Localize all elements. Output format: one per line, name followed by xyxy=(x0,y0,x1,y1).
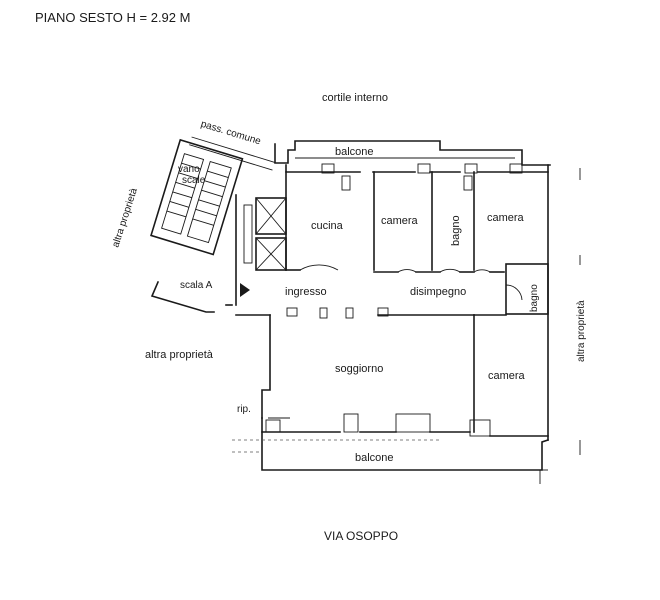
label-ingresso: ingresso xyxy=(285,286,327,298)
label-via-osoppo: VIA OSOPPO xyxy=(324,529,398,543)
scala-a-wall xyxy=(150,280,215,313)
label-vano: vano xyxy=(178,164,200,175)
label-disimpegno: disimpegno xyxy=(410,286,466,298)
stairwell xyxy=(150,136,275,256)
label-cucina: cucina xyxy=(311,220,344,232)
label-altra-proprieta-left: altra proprietà xyxy=(145,349,214,361)
label-camera-2: camera xyxy=(487,212,525,224)
label-balcone-top: balcone xyxy=(335,146,374,158)
label-bagno-2: bagno xyxy=(529,284,540,312)
apartment-walls xyxy=(225,140,551,471)
property-lines xyxy=(539,168,581,484)
label-altra-proprieta-right: altra proprietà xyxy=(576,300,587,362)
label-balcone-bottom: balcone xyxy=(355,452,394,464)
label-pass-comune: pass. comune xyxy=(199,119,262,148)
entrance-arrow-icon xyxy=(240,283,250,297)
label-soggiorno: soggiorno xyxy=(335,363,383,375)
label-rip: rip. xyxy=(237,404,251,415)
label-cortile-interno: cortile interno xyxy=(322,92,388,104)
label-scale: scale xyxy=(182,175,206,186)
label-camera-1: camera xyxy=(381,215,419,227)
label-camera-3: camera xyxy=(488,370,526,382)
plan-title: PIANO SESTO H = 2.92 M xyxy=(35,10,190,25)
label-bagno-1: bagno xyxy=(450,215,462,246)
label-scala-a: scala A xyxy=(180,280,213,291)
label-altra-proprieta-left-rotated: altra proprietà xyxy=(110,186,140,248)
